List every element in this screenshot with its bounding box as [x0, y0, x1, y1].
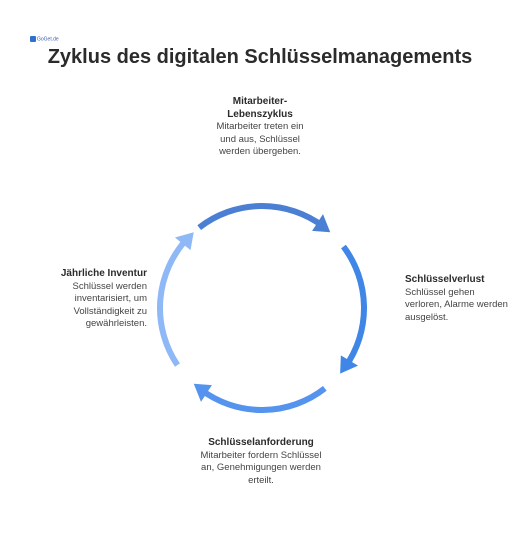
arc-arrow-right-head [340, 355, 359, 374]
brand-logo: GoGet.de [30, 36, 59, 42]
logo-text: GoGet.de [37, 36, 59, 43]
stage-employee-lifecycle: Mitarbeiter-Lebenszyklus Mitarbeiter tre… [212, 96, 308, 159]
arc-arrow-left-head [174, 232, 194, 251]
logo-icon [30, 36, 36, 42]
stage-annual-inventory: Jährliche Inventur Schlüssel werden inve… [22, 268, 147, 331]
stage-description: Schlüssel gehen verloren, Alarme werden … [405, 286, 508, 323]
arc-arrow-right [341, 244, 367, 369]
page-title: Zyklus des digitalen Schlüsselmanagement… [47, 46, 473, 68]
stage-heading: Schlüsselanforderung [208, 437, 314, 448]
arc-arrow-top-head [312, 214, 331, 233]
stage-key-request: Schlüsselanforderung Mitarbeiter fordern… [196, 437, 326, 487]
stage-key-loss: Schlüsselverlust Schlüssel gehen verlore… [405, 274, 510, 324]
stage-description: Mitarbeiter fordern Schlüssel an, Genehm… [200, 449, 322, 486]
arc-arrow-left [157, 236, 190, 367]
stage-heading: Schlüsselverlust [405, 274, 485, 285]
stage-heading: Mitarbeiter-Lebenszyklus [227, 96, 293, 120]
arc-arrow-bottom [198, 386, 327, 413]
arc-arrow-top [197, 203, 326, 230]
arc-arrow-bottom-head [193, 383, 212, 402]
stage-description: Schlüssel werden inventarisiert, um Voll… [72, 280, 147, 330]
stage-heading: Jährliche Inventur [60, 268, 147, 279]
stage-description: Mitarbeiter treten ein und aus, Schlüsse… [216, 121, 304, 157]
